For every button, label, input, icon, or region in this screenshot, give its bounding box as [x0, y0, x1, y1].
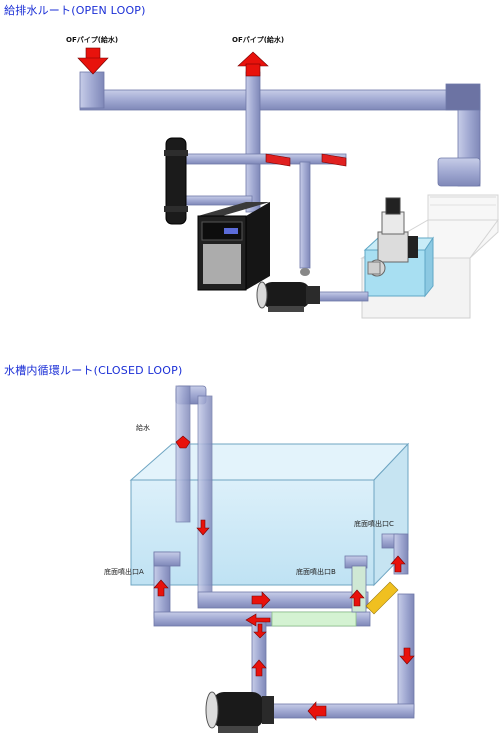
outlet-b-label: 底面噴出口B	[296, 567, 336, 576]
ball-valve	[265, 153, 291, 167]
of-pipe-out-label: OFパイプ(給水)	[232, 35, 284, 44]
pump-closed-loop	[205, 691, 274, 733]
closed-loop-pipes	[153, 385, 415, 719]
flow-arrow-up	[390, 555, 406, 573]
uv-sterilizer	[164, 137, 188, 225]
flow-arrow-up	[251, 659, 267, 677]
diagonal-valve	[365, 581, 399, 615]
closed-loop-diagram: 給水 底面噴出口A 底面噴出口B 底面噴出口C	[104, 385, 415, 733]
supply-label: 給水	[136, 423, 150, 432]
pump-open-loop	[256, 268, 320, 312]
ball-valve	[321, 153, 347, 167]
flow-arrow-down	[196, 519, 210, 536]
inflow-arrow	[77, 47, 109, 75]
open-loop-title: 給排水ルート(OPEN LOOP)	[4, 4, 146, 17]
flow-arrow-left	[245, 613, 271, 627]
outlet-c-label: 底面噴出口C	[354, 519, 394, 528]
of-pipe-in-label: OFパイプ(給水)	[66, 35, 118, 44]
flow-arrow-left	[307, 701, 327, 721]
open-loop-diagram: OFパイプ(給水) OFパイプ(給水)	[66, 35, 499, 319]
open-loop-pipes	[79, 71, 481, 302]
flow-arrow-up	[349, 589, 365, 607]
flow-arrow-up	[153, 579, 169, 597]
flow-arrow-up	[175, 435, 191, 449]
valve-group	[265, 153, 347, 167]
flow-arrow-down	[399, 647, 415, 665]
flow-arrows	[153, 435, 415, 721]
flow-arrow-down	[253, 623, 267, 639]
sump-tank	[360, 194, 499, 319]
outflow-arrow	[237, 51, 269, 77]
chiller-unit	[197, 202, 270, 291]
closed-loop-title: 水槽内循環ルート(CLOSED LOOP)	[4, 364, 183, 377]
outlet-a-label: 底面噴出口A	[104, 567, 144, 576]
flow-arrow-right	[251, 591, 271, 609]
